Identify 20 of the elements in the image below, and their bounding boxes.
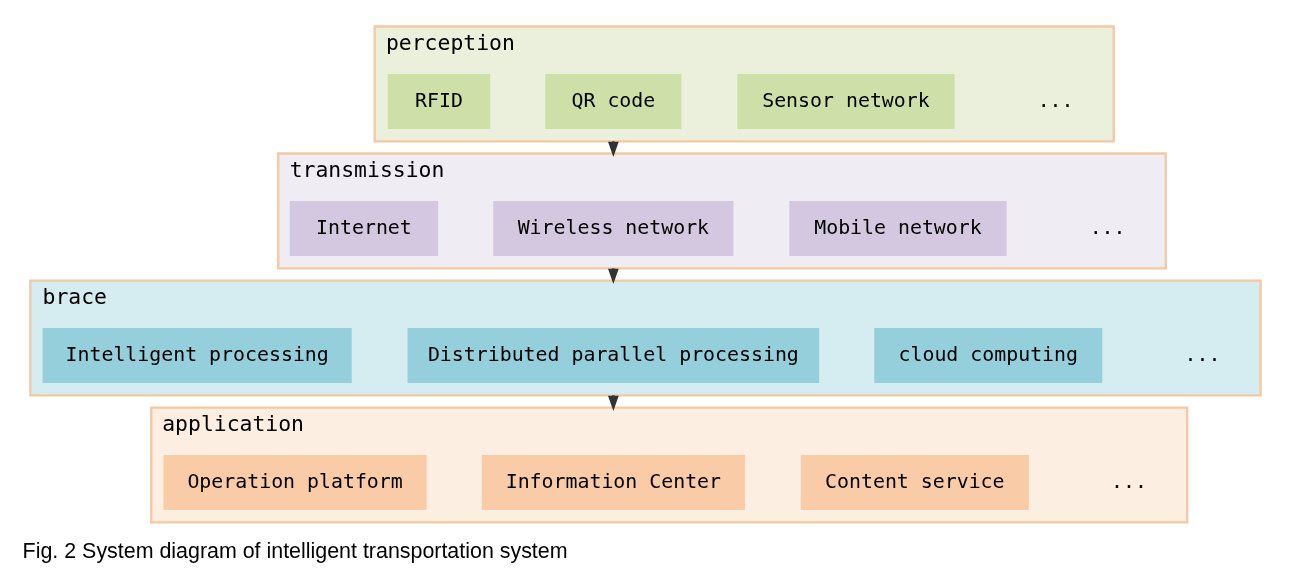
node-box: Distributed parallel processing: [407, 327, 819, 384]
label: ...: [1110, 469, 1147, 493]
node-box: QR code: [544, 73, 681, 130]
node-box: Sensor network: [736, 73, 955, 130]
caption: Fig. 2 System diagram of intelligent transportation system: [22, 538, 568, 563]
node-box: Operation platform: [163, 454, 427, 511]
arrow: [607, 268, 619, 284]
node-box: Wireless network: [492, 200, 733, 257]
arrow: [607, 141, 619, 157]
node-box: Mobile network: [788, 200, 1007, 257]
label: ...: [1037, 88, 1074, 112]
arrow: [607, 395, 619, 411]
node-box: Intelligent processing: [42, 327, 352, 384]
label: ...: [1089, 215, 1126, 239]
node-box: Internet: [289, 200, 438, 257]
node-box: Information Center: [481, 454, 745, 511]
node-box: Content service: [800, 454, 1029, 511]
node-box: cloud computing: [873, 327, 1102, 384]
label: ...: [1184, 342, 1220, 366]
node-box: RFID: [387, 73, 490, 130]
